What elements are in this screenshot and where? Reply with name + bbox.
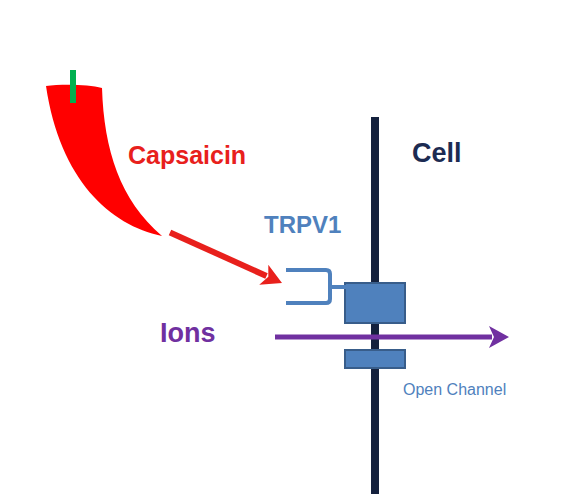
pepper-stem: [70, 70, 76, 103]
channel-lower: [345, 350, 405, 368]
node-outline: [282, 265, 348, 310]
binding-arrow: [170, 232, 267, 276]
receptor-node: TRPV1: [282, 265, 348, 310]
receptor-binding-site: [286, 270, 330, 303]
channel-label: Open Channel: [403, 381, 506, 399]
node-label: Capsaicin: [128, 141, 246, 170]
channel-upper: [345, 283, 405, 323]
ion-flow-arrow: [275, 335, 492, 340]
ions-label: Ions: [160, 318, 216, 349]
node-label: TRPV1: [264, 211, 341, 239]
cell-label: Cell: [412, 138, 462, 169]
pepper-node: Capsaicin: [40, 65, 170, 245]
receptor-stem: [330, 285, 346, 289]
